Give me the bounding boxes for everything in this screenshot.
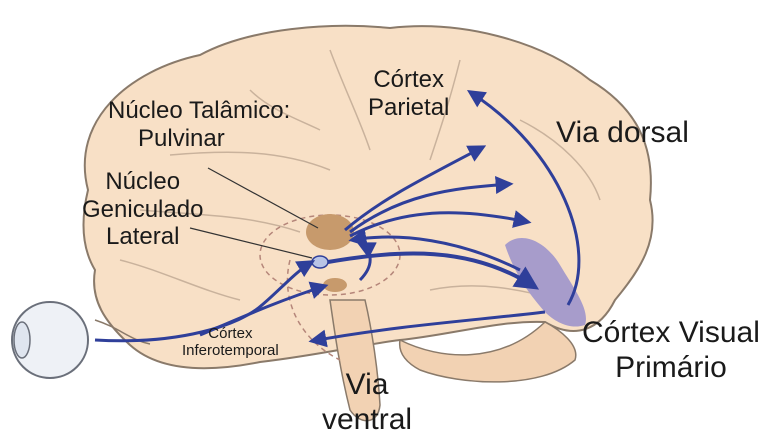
label-nucleo-geniculado: Núcleo Geniculado Lateral: [82, 168, 203, 251]
label-cortex-visual-primario: Córtex Visual Primário: [582, 316, 760, 385]
label-via-ventral: Via ventral: [322, 368, 412, 437]
label-cortex-parietal: Córtex Parietal: [368, 66, 449, 121]
label-nucleo-talamico: Núcleo Talâmico: Pulvinar: [108, 97, 290, 152]
label-cortex-inferotemporal: Córtex Inferotemporal: [182, 325, 279, 360]
colliculus: [323, 278, 347, 292]
pulvinar-nucleus: [306, 214, 354, 250]
label-via-dorsal: Via dorsal: [556, 116, 689, 151]
lgn-nucleus: [312, 256, 328, 268]
